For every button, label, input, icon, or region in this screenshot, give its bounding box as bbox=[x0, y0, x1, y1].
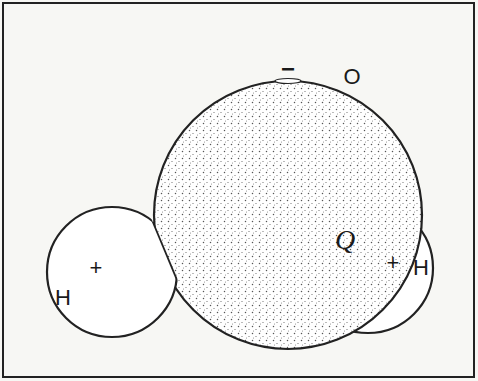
atom-symbol: H bbox=[55, 287, 71, 309]
bond-line bbox=[153, 222, 200, 335]
oxygen-outline bbox=[153, 80, 423, 350]
oxygen-circle bbox=[154, 81, 422, 349]
charge-sign: + bbox=[387, 252, 400, 274]
hydrogen-outline bbox=[46, 206, 178, 338]
hydrogen-atom: H+ bbox=[46, 206, 178, 338]
charge-sign: + bbox=[90, 257, 103, 279]
charge-sign: − bbox=[281, 57, 295, 81]
atom-symbol: O bbox=[343, 66, 360, 88]
atom-symbol: H bbox=[413, 257, 429, 279]
frame-border bbox=[3, 3, 474, 377]
hydrogen-circle bbox=[47, 207, 177, 337]
oxygen-atom: −OQ bbox=[153, 80, 423, 350]
orbital-label: Q bbox=[335, 226, 355, 254]
